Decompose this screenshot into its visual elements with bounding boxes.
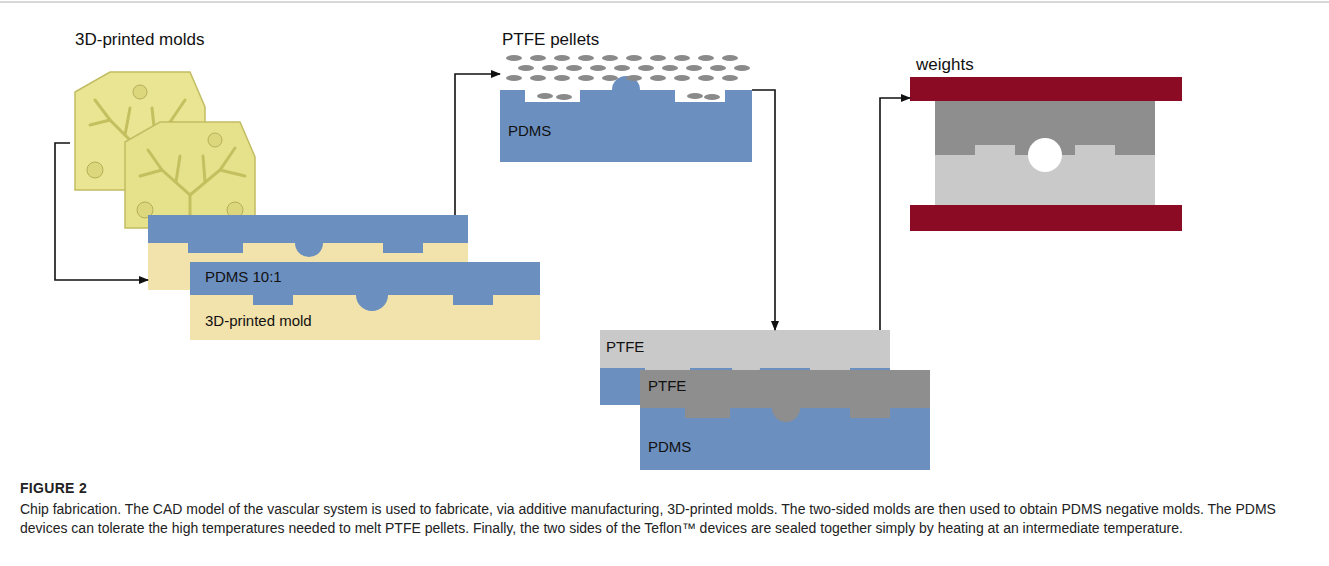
pellets-cross-section [500,55,752,162]
mold-plate-front [125,122,255,228]
ptfe-pellet [542,65,558,71]
ptfe-pellet [662,65,678,71]
figure-title: FIGURE 2 [20,480,87,496]
step-heading: weights [916,55,974,75]
ptfe-pellet [698,75,714,81]
ptfe-pellet [626,55,642,61]
pellets-cross-section-part [500,76,752,162]
sealing-press-part [1028,138,1062,172]
ptfe-pellet [650,55,666,61]
ptfe-cross-section-part [640,370,930,470]
mold-plate-front-part-part [203,156,205,182]
layer-label: PDMS [648,438,691,456]
mold-plate-back-part [87,162,103,178]
mold-illustration [75,72,255,228]
ptfe-cross-section-part [640,370,930,422]
process-arrow [752,90,775,330]
sealing-press-part [935,101,1155,205]
process-arrow [55,143,148,280]
mold-cross-section-part [190,262,540,340]
layer-label: 3D-printed mold [205,312,312,330]
ptfe-pellet [686,65,702,71]
ptfe-pellet [590,65,606,71]
ptfe-stack-node: PTFE PTFE PDMS [600,330,930,470]
ptfe-pellet [554,75,570,81]
layer-label: PTFE [648,377,686,395]
ptfe-pellet [626,75,642,81]
mold-plate-front-part [208,133,222,147]
ptfe-pellet [518,65,534,71]
ptfe-pellet [698,55,714,61]
ptfe-pellet [602,55,618,61]
mold-plate-back-part [133,85,147,99]
ptfe-pellet [734,65,750,71]
mold-plate-back-part-part [125,108,130,135]
mold-plate-back-part-part [90,120,110,125]
pellet-stack-node: PTFE pelletsPDMS [500,30,752,162]
sealing-press-part [910,205,1182,231]
ptfe-pellet [722,55,738,61]
ptfe-pellet [602,75,618,81]
mold-plate-front-part-part [140,170,162,176]
mold-plate-front-part [125,122,255,228]
ptfe-pellet [578,55,594,61]
step-heading: PTFE pellets [502,30,599,50]
ptfe-pellet [710,65,726,71]
ptfe-pellet [554,55,570,61]
process-arrow [880,98,910,330]
ptfe-pellet [650,75,666,81]
mold-illustration-node: 3D-printed molds [70,30,260,230]
ptfe-pellet [566,65,582,71]
mold-cross-section [148,215,540,340]
process-arrow [455,74,500,215]
mold-cross-section-part [190,262,540,311]
ptfe-pellet [674,75,690,81]
layer-label: PDMS [508,122,551,140]
step-heading: 3D-printed molds [75,30,204,50]
ptfe-pellet [674,55,690,61]
figure-caption: Chip fabrication. The CAD model of the v… [20,500,1310,538]
top-rule [0,2,1329,3]
mold-plate-front-part-part [220,170,245,176]
sealing-press-part [910,77,1182,101]
ptfe-cross-section [600,330,930,470]
press-node: weights [910,55,1182,231]
ptfe-pellet [722,75,738,81]
mold-cross-section-part [148,215,468,257]
ptfe-pellet [638,65,654,71]
ptfe-pellet [687,93,703,99]
ptfe-pellet [614,65,630,71]
ptfe-pellet [704,94,720,100]
sealing-press [910,77,1182,231]
ptfe-pellet [506,55,522,61]
ptfe-pellet [556,94,572,100]
ptfe-pellet [530,55,546,61]
ptfe-pellet [530,75,546,81]
layer-label: PDMS 10:1 [205,268,282,286]
mold-stack-node: PDMS 10:1 3D-printed mold [148,215,540,340]
ptfe-pellet [578,75,594,81]
ptfe-pellet [537,93,553,99]
layer-label: PTFE [606,338,644,356]
ptfe-pellet [506,75,522,81]
ptfe-pellets [506,55,750,100]
mold-plate-front-part-part [176,156,180,182]
